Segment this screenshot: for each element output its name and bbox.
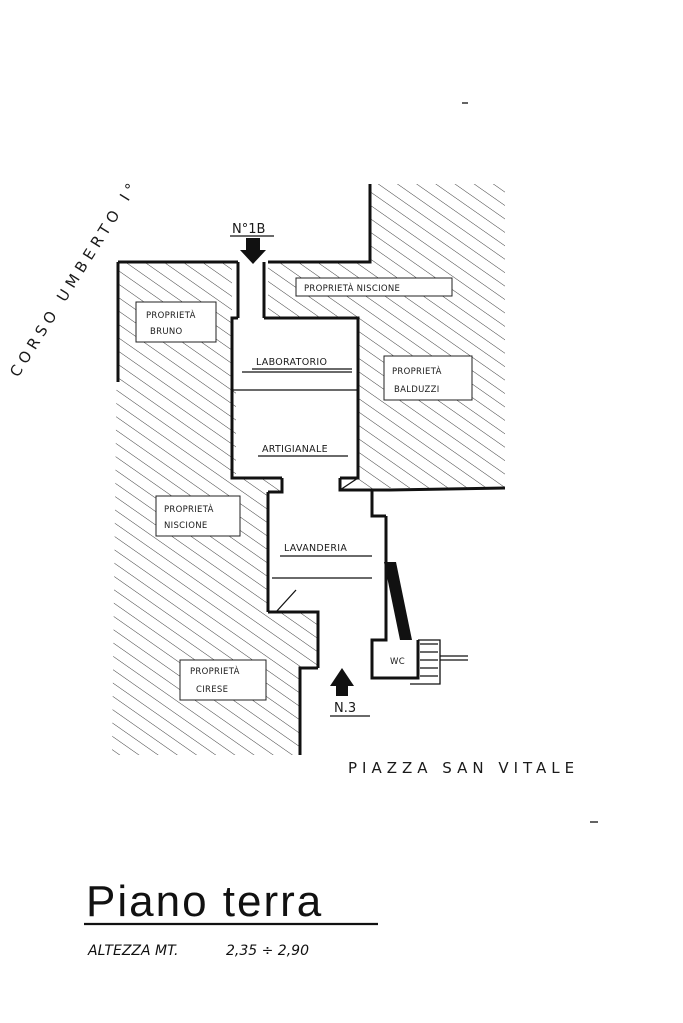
- street-label-piazza: PIAZZA SAN VITALE: [348, 759, 579, 777]
- property-cirese: PROPRIETÀ CIRESE: [179, 659, 267, 701]
- entrance-label-north: N°1B: [232, 222, 265, 237]
- svg-text:BRUNO: BRUNO: [150, 327, 183, 337]
- svg-text:NISCIONE: NISCIONE: [164, 521, 208, 531]
- room-artigianale: ARTIGIANALE: [258, 440, 348, 457]
- property-niscione-top: PROPRIETÀ NISCIONE: [295, 277, 453, 297]
- stair-steps: [420, 643, 468, 677]
- walls: [116, 184, 506, 755]
- room-lavanderia: LAVANDERIA: [280, 540, 372, 557]
- svg-text:WC: WC: [390, 657, 405, 667]
- property-niscione-left: PROPRIETÀ NISCIONE: [155, 495, 241, 537]
- svg-text:PROPRIETÀ: PROPRIETÀ: [190, 665, 240, 677]
- stair-ramp: [384, 562, 412, 640]
- svg-text:LABORATORIO: LABORATORIO: [256, 357, 327, 368]
- property-balduzzi: PROPRIETÀ BALDUZZI: [383, 355, 473, 401]
- svg-text:ARTIGIANALE: ARTIGIANALE: [262, 444, 328, 455]
- room-wc: WC: [390, 657, 405, 667]
- svg-text:PROPRIETÀ: PROPRIETÀ: [392, 365, 442, 377]
- svg-text:BALDUZZI: BALDUZZI: [394, 385, 440, 395]
- title-block: Piano terra ALTEZZA MT. 2,35 ÷ 2,90: [84, 877, 378, 959]
- svg-text:PROPRIETÀ NISCIONE: PROPRIETÀ NISCIONE: [304, 282, 400, 294]
- svg-text:CIRESE: CIRESE: [196, 685, 228, 695]
- entrance-arrow-north: [240, 238, 266, 264]
- svg-text:PROPRIETÀ: PROPRIETÀ: [146, 309, 196, 321]
- entrance-arrow-south: [330, 668, 354, 696]
- svg-text:LAVANDERIA: LAVANDERIA: [284, 543, 347, 554]
- entrance-label-south: N.3: [334, 701, 356, 716]
- room-laboratorio: LABORATORIO: [252, 354, 352, 370]
- hatch-right-block: [268, 184, 505, 490]
- svg-text:PROPRIETÀ: PROPRIETÀ: [164, 503, 214, 515]
- property-bruno: PROPRIETÀ BRUNO: [135, 301, 217, 343]
- height-value: 2,35 ÷ 2,90: [226, 943, 309, 959]
- height-label: ALTEZZA MT.: [87, 943, 178, 959]
- page-title: Piano terra: [86, 877, 323, 926]
